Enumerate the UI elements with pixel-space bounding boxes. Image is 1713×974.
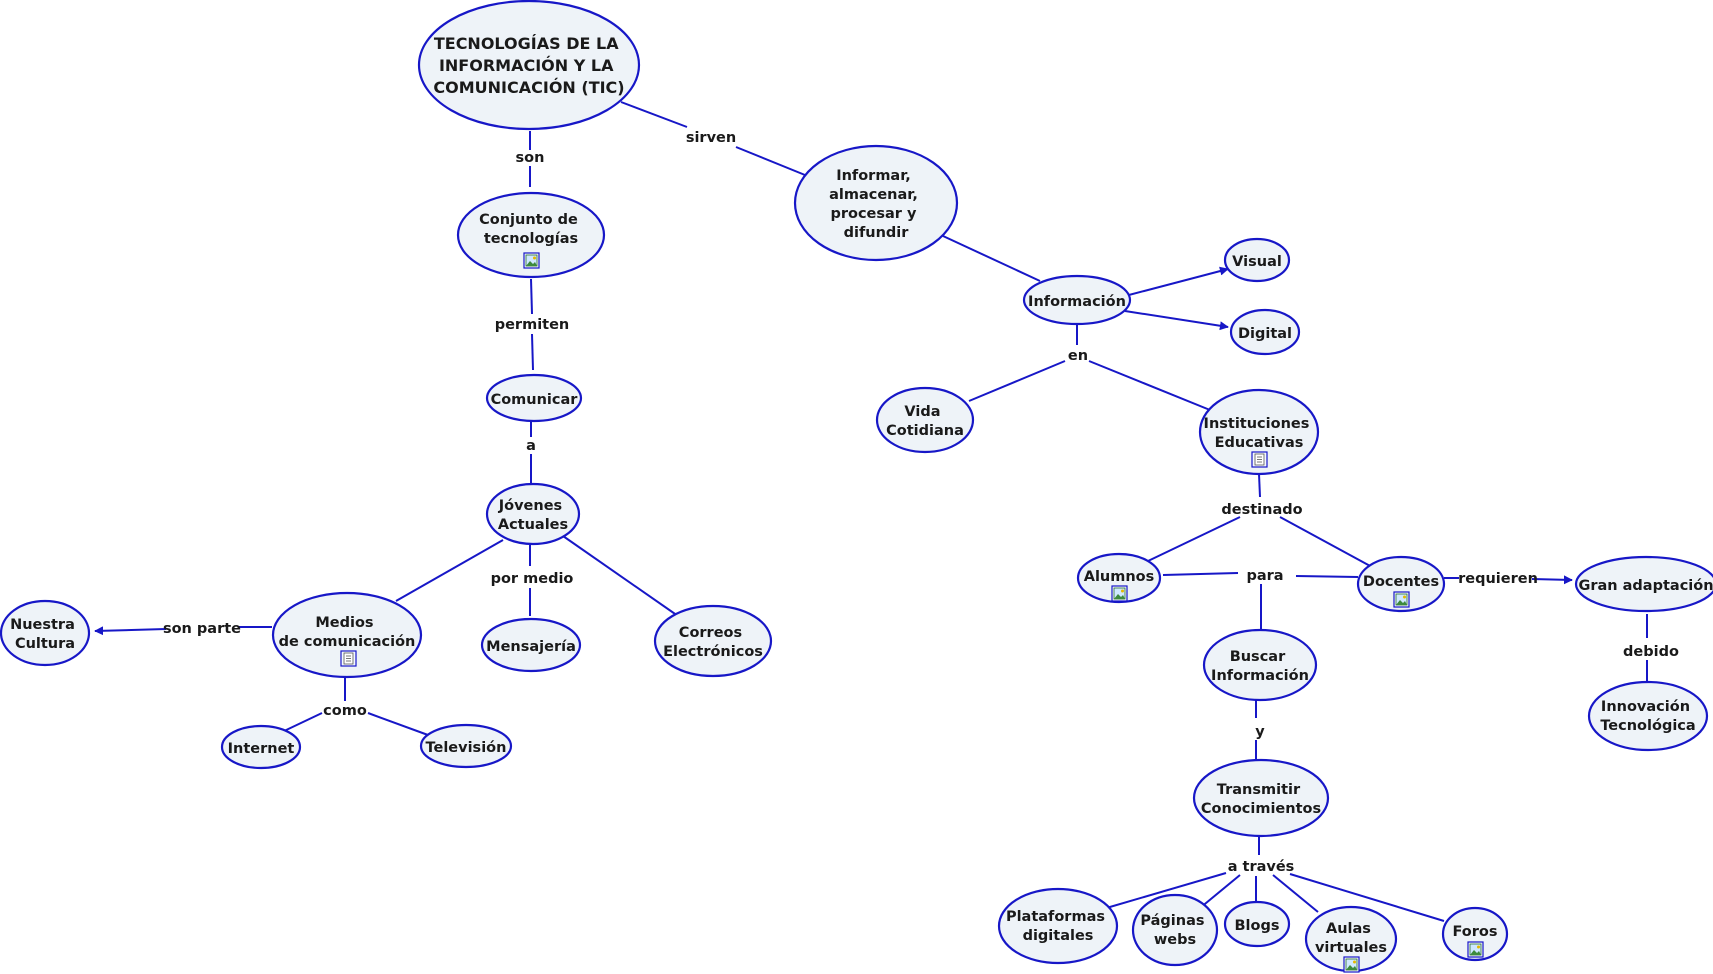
link-label-para: para xyxy=(1246,568,1283,584)
concept-gran-adaptacion[interactable]: Gran adaptación xyxy=(1574,555,1713,613)
concept-docentes[interactable]: Docentes xyxy=(1356,555,1446,613)
link-label-como: como xyxy=(323,703,367,719)
document-icon[interactable] xyxy=(340,650,357,667)
concept-label: Jóvenes Actuales xyxy=(498,498,568,533)
concept-visual[interactable]: Visual xyxy=(1223,237,1291,283)
concept-informacion[interactable]: Información xyxy=(1022,274,1132,326)
link-label-a: a xyxy=(526,438,536,454)
link-label-son: son xyxy=(516,150,545,166)
concept-transmitir-conocimientos[interactable]: Transmitir Conocimientos xyxy=(1192,758,1330,838)
link-label-a-traves: a través xyxy=(1228,859,1295,875)
concept-paginas-webs[interactable]: Páginas webs xyxy=(1131,893,1219,967)
concept-label: Plataformas digitales xyxy=(1006,909,1110,944)
link-label-sirven: sirven xyxy=(686,130,736,146)
concept-digital[interactable]: Digital xyxy=(1229,308,1301,356)
concept-foros[interactable]: Foros xyxy=(1441,906,1509,962)
concept-label: Información xyxy=(1028,294,1126,310)
link-label-por-medio: por medio xyxy=(491,571,574,587)
concept-internet[interactable]: Internet xyxy=(220,724,302,770)
concept-aulas-virtuales[interactable]: Aulas virtuales xyxy=(1304,905,1398,973)
concept-label: Conjunto de tecnologías xyxy=(479,212,583,247)
link-label-y: y xyxy=(1255,724,1265,740)
concept-comunicar[interactable]: Comunicar xyxy=(485,373,583,423)
link-label-requieren: requieren xyxy=(1458,571,1538,587)
document-icon[interactable] xyxy=(1251,451,1268,468)
image-icon[interactable] xyxy=(1467,941,1484,958)
concept-informar-almacenar[interactable]: Informar, almacenar, procesar y difundir xyxy=(793,144,959,262)
concept-conjunto-de-tecnologias[interactable]: Conjunto de tecnologías xyxy=(456,191,606,279)
link-label-destinado: destinado xyxy=(1221,502,1302,518)
concept-blogs[interactable]: Blogs xyxy=(1223,900,1291,948)
concept-jovenes-actuales[interactable]: Jóvenes Actuales xyxy=(485,482,581,546)
concept-plataformas-digitales[interactable]: Plataformas digitales xyxy=(997,887,1119,965)
concept-innovacion-tecnologica[interactable]: Innovación Tecnológica xyxy=(1587,680,1709,752)
concept-label: Blogs xyxy=(1235,918,1280,934)
concept-tic[interactable]: TECNOLOGÍAS DE LA INFORMACIÓN Y LA COMUN… xyxy=(417,0,641,131)
concept-instituciones-educativas[interactable]: Instituciones Educativas xyxy=(1198,388,1320,476)
concept-label: Televisión xyxy=(426,740,507,756)
concept-label: Comunicar xyxy=(491,392,579,408)
concept-vida-cotidiana[interactable]: Vida Cotidiana xyxy=(875,386,975,454)
concept-mensajeria[interactable]: Mensajería xyxy=(480,617,582,673)
concept-label: Gran adaptación xyxy=(1578,578,1713,594)
image-icon[interactable] xyxy=(1111,585,1128,602)
concept-label: Visual xyxy=(1232,254,1282,270)
concept-label: Alumnos xyxy=(1084,569,1155,585)
concept-label: Mensajería xyxy=(486,639,576,655)
link-label-permiten: permiten xyxy=(495,317,570,333)
link-label-son-parte: son parte xyxy=(163,621,241,637)
concept-label: Digital xyxy=(1238,326,1292,342)
image-icon[interactable] xyxy=(523,252,540,269)
concept-label: Transmitir Conocimientos xyxy=(1201,782,1321,817)
concept-label: Correos Electrónicos xyxy=(663,625,763,660)
concept-television[interactable]: Televisión xyxy=(419,723,513,769)
concept-label: Informar, almacenar, procesar y difundir xyxy=(829,168,923,241)
image-icon[interactable] xyxy=(1393,591,1410,608)
link-labels: son sirven permiten a por medio son part… xyxy=(163,130,1679,875)
concept-label: Internet xyxy=(228,741,295,757)
concept-label: Foros xyxy=(1452,924,1497,940)
concept-label: Buscar Información xyxy=(1211,649,1309,684)
concept-alumnos[interactable]: Alumnos xyxy=(1076,552,1162,604)
concept-buscar-informacion[interactable]: Buscar Información xyxy=(1202,628,1318,702)
concept-label: Innovación Tecnológica xyxy=(1600,699,1695,734)
concept-correos-electronicos[interactable]: Correos Electrónicos xyxy=(653,604,773,678)
concept-label: TECNOLOGÍAS DE LA INFORMACIÓN Y LA COMUN… xyxy=(433,34,624,97)
concept-label: Páginas webs xyxy=(1140,913,1209,948)
link-label-en: en xyxy=(1068,348,1088,364)
concept-label: Aulas virtuales xyxy=(1315,921,1387,956)
concept-nuestra-cultura[interactable]: Nuestra Cultura xyxy=(0,599,91,667)
concept-label: Vida Cotidiana xyxy=(886,404,964,439)
concept-label: Nuestra Cultura xyxy=(10,617,80,652)
image-icon[interactable] xyxy=(1343,956,1360,973)
concept-label: Instituciones Educativas xyxy=(1204,416,1315,451)
concept-medios-de-comunicacion[interactable]: Medios de comunicación xyxy=(271,591,423,679)
concept-label: Docentes xyxy=(1363,574,1439,590)
link-label-debido: debido xyxy=(1623,644,1679,660)
concept-label: Medios de comunicación xyxy=(279,615,416,650)
